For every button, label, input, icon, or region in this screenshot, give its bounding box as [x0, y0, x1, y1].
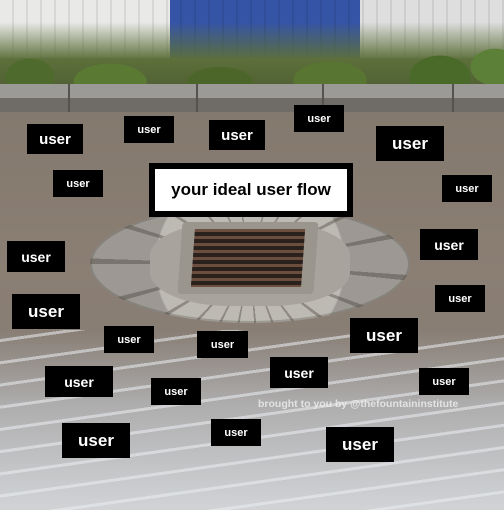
user-label: user [294, 105, 344, 132]
user-label: user [62, 423, 130, 458]
user-label: user [211, 419, 261, 446]
user-label: user [151, 378, 201, 405]
curb-joint [452, 84, 454, 112]
user-label: user [435, 285, 485, 312]
grass [0, 22, 504, 92]
user-label: user [442, 175, 492, 202]
curb-face [0, 98, 504, 112]
ideal-user-flow-text: your ideal user flow [155, 169, 347, 211]
user-label: user [45, 366, 113, 397]
user-label: user [209, 120, 265, 150]
user-label: user [376, 126, 444, 161]
user-label: user [124, 116, 174, 143]
curb-joint [68, 84, 70, 112]
user-label: user [350, 318, 418, 353]
curb-joint [196, 84, 198, 112]
storm-drain-grate [190, 229, 306, 287]
user-label: user [104, 326, 154, 353]
user-label: user [12, 294, 80, 329]
credit-watermark: brought to you by @thefountaininstitute [258, 398, 459, 410]
curb-top [0, 84, 504, 98]
user-label: user [326, 427, 394, 462]
user-label: user [270, 357, 328, 388]
user-label: user [7, 241, 65, 272]
user-label: user [53, 170, 103, 197]
user-label: user [27, 124, 83, 154]
user-label: user [197, 331, 248, 358]
curb-joint [322, 84, 324, 112]
ideal-user-flow-label: your ideal user flow [149, 163, 353, 217]
user-label: user [420, 229, 478, 260]
user-label: user [419, 368, 469, 395]
